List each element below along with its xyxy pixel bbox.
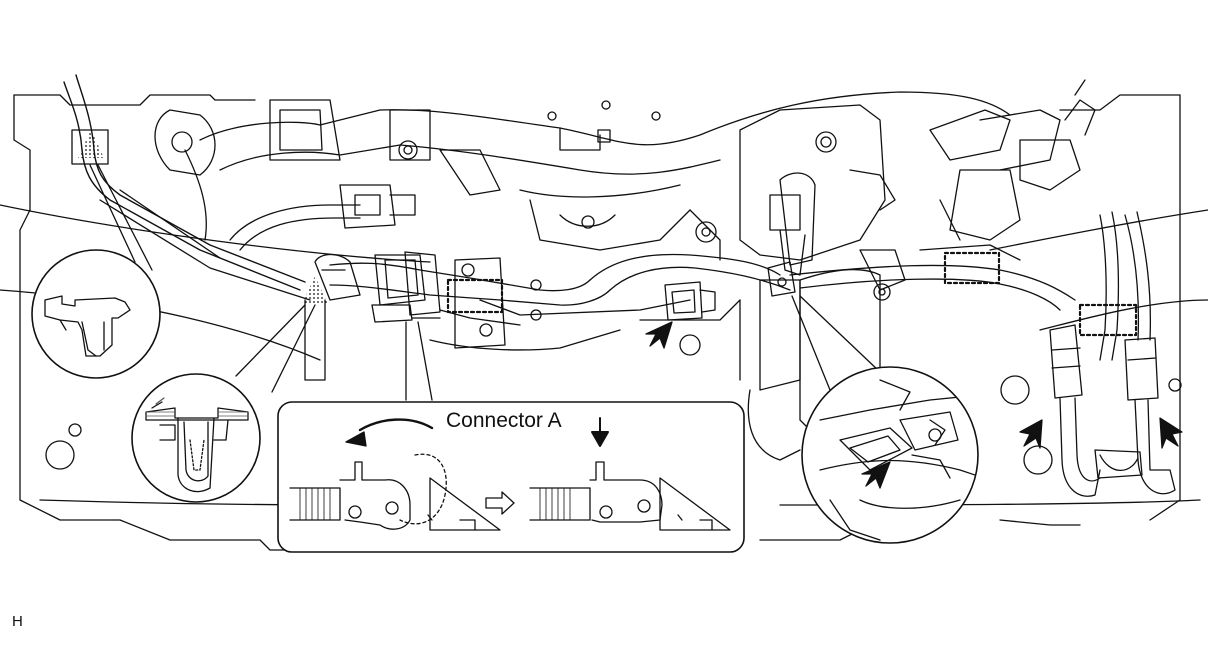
push-arrow-center bbox=[646, 322, 672, 348]
rotate-arrow-head bbox=[346, 432, 366, 446]
tape-mark-far-right bbox=[1080, 305, 1136, 335]
leader-lines bbox=[90, 165, 880, 400]
connector-b bbox=[665, 282, 715, 320]
coil-assembly bbox=[920, 80, 1095, 260]
inset-connector-detail bbox=[802, 367, 990, 543]
transition-arrow bbox=[486, 492, 514, 514]
arrow-far-right-left bbox=[1020, 420, 1042, 448]
tape-mark-right bbox=[945, 253, 999, 283]
connector-a-label: Connector A bbox=[446, 409, 562, 432]
clip-marker-center bbox=[302, 276, 328, 304]
inset-clip-shape bbox=[32, 250, 160, 378]
down-arrow bbox=[592, 418, 608, 446]
figure-id: H bbox=[12, 613, 23, 630]
connector-a-inset bbox=[278, 402, 744, 552]
push-arrow-inset bbox=[862, 462, 890, 488]
clip-housing-top-left bbox=[72, 130, 108, 164]
arrow-far-right-right bbox=[1160, 418, 1182, 448]
clip-marker-top-left bbox=[78, 130, 104, 158]
connector-a-assembly bbox=[315, 252, 740, 355]
crossmember bbox=[155, 92, 1010, 260]
hanging-connectors bbox=[1050, 212, 1175, 496]
inset-clip-section bbox=[132, 374, 260, 502]
wire-harness bbox=[64, 75, 1075, 380]
